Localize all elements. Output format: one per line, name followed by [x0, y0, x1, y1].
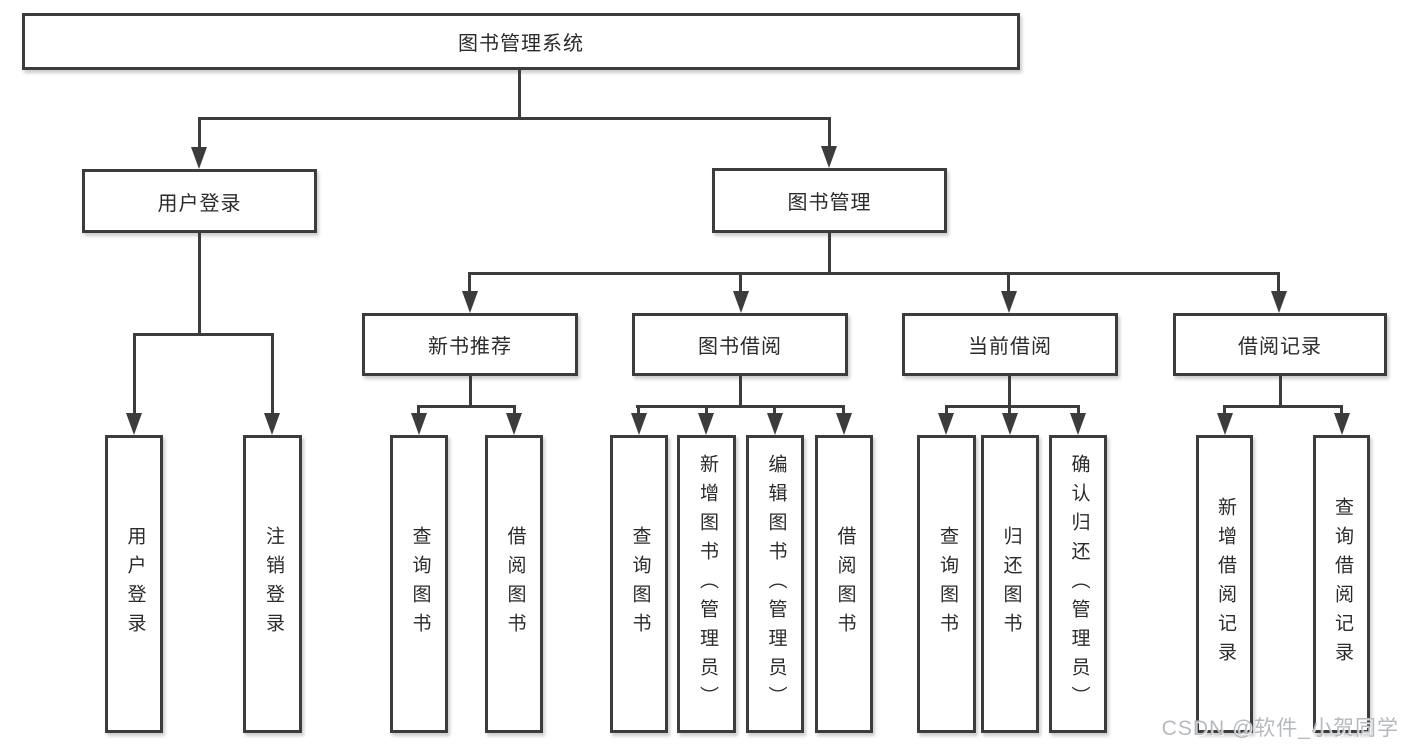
- leaf-query-books-current: 查询图书: [917, 435, 976, 733]
- edge-stub-current-borrowing: [1007, 272, 1010, 292]
- edge-stub-book-borrowing: [739, 272, 742, 292]
- edge-stub-user-login: [198, 117, 201, 148]
- edge-current-borrowing-rail: [945, 405, 1080, 408]
- leaf-edit-books-admin: 编辑图书（管理员）: [746, 435, 804, 733]
- arrowhead-borrow-books-2: [836, 413, 852, 435]
- node-borrowing-records: 借阅记录: [1173, 313, 1387, 376]
- arrowhead-borrowing-records: [1271, 291, 1287, 313]
- arrowhead-add-books-admin: [698, 413, 714, 435]
- leaf-logout-label: 注销登录: [262, 526, 284, 642]
- arrowhead-query-books-2: [631, 413, 647, 435]
- edge-book-management-trunk: [828, 233, 831, 275]
- node-book-borrowing-label: 图书借阅: [698, 336, 782, 358]
- arrowhead-book-management: [821, 146, 837, 168]
- edge-current-borrowing-trunk: [1008, 376, 1011, 408]
- leaf-add-books-admin-label: 新增图书（管理员）: [696, 453, 718, 715]
- leaf-query-books-borrowing: 查询图书: [610, 435, 668, 733]
- arrowhead-return-books: [1002, 413, 1018, 435]
- leaf-query-books-current-label: 查询图书: [936, 526, 958, 642]
- leaf-borrow-books-recommend: 借阅图书: [485, 435, 543, 733]
- edge-stub-query-borrow-record: [1340, 405, 1343, 415]
- edge-stub-confirm-return-admin: [1077, 405, 1080, 415]
- leaf-logout: 注销登录: [243, 435, 302, 733]
- node-new-book-recommend: 新书推荐: [362, 313, 578, 376]
- edge-new-book-recommend-trunk: [469, 376, 472, 408]
- node-book-management: 图书管理: [712, 168, 947, 233]
- arrowhead-book-borrowing: [733, 291, 749, 313]
- leaf-borrow-books: 借阅图书: [815, 435, 873, 733]
- arrowhead-add-borrow-record: [1217, 413, 1233, 435]
- arrowhead-query-books-3: [938, 413, 954, 435]
- edge-borrowing-records-rail: [1223, 405, 1343, 408]
- node-root-library-system: 图书管理系统: [22, 13, 1020, 70]
- leaf-add-books-admin: 新增图书（管理员）: [677, 435, 736, 733]
- leaf-add-borrow-record: 新增借阅记录: [1196, 435, 1253, 733]
- leaf-add-borrow-record-label: 新增借阅记录: [1214, 497, 1236, 671]
- leaf-query-books-recommend-label: 查询图书: [409, 526, 431, 642]
- leaf-return-books: 归还图书: [981, 435, 1039, 733]
- leaf-borrow-books-label: 借阅图书: [834, 526, 856, 642]
- edge-stub-borrowing-records: [1277, 272, 1280, 292]
- node-new-book-recommend-label: 新书推荐: [428, 336, 512, 358]
- arrowhead-edit-books-admin: [767, 413, 783, 435]
- arrowhead-current-borrowing: [1001, 291, 1017, 313]
- arrowhead-leaf-user-login: [126, 413, 142, 435]
- arrowhead-user-login: [191, 147, 207, 169]
- edge-stub-query-books-1: [417, 405, 420, 415]
- edge-new-book-recommend-rail: [417, 405, 516, 408]
- edge-stub-add-borrow-record: [1223, 405, 1226, 415]
- node-user-login: 用户登录: [82, 169, 317, 233]
- edge-stub-borrow-books-1: [513, 405, 516, 415]
- node-book-borrowing: 图书借阅: [632, 313, 848, 376]
- node-current-borrowing: 当前借阅: [902, 313, 1118, 376]
- node-user-login-label: 用户登录: [157, 192, 242, 215]
- edge-stub-borrow-books-2: [842, 405, 845, 415]
- edge-user-login-rail: [133, 333, 274, 336]
- node-current-borrowing-label: 当前借阅: [968, 336, 1052, 358]
- edge-book-borrowing-trunk: [739, 376, 742, 408]
- edge-level3-rail: [468, 272, 1280, 275]
- edge-stub-return-books: [1008, 405, 1011, 415]
- leaf-confirm-return-admin-label: 确认归还（管理员）: [1068, 453, 1090, 715]
- edge-level2-rail: [198, 117, 831, 120]
- edge-user-login-trunk: [198, 233, 201, 336]
- arrowhead-query-books-1: [411, 413, 427, 435]
- edge-stub-query-books-2: [637, 405, 640, 415]
- edge-stub-leaf-user-login: [133, 333, 136, 413]
- csdn-watermark: CSDN @软件_小贺同学: [1161, 717, 1399, 740]
- leaf-query-books-borrowing-label: 查询图书: [629, 526, 651, 642]
- leaf-borrow-books-recommend-label: 借阅图书: [504, 526, 526, 642]
- edge-root-trunk: [518, 69, 521, 118]
- edge-stub-edit-books-admin: [773, 405, 776, 415]
- node-root-label: 图书管理系统: [458, 33, 584, 55]
- edge-stub-book-management: [828, 117, 831, 147]
- node-book-management-label: 图书管理: [787, 192, 872, 214]
- node-borrowing-records-label: 借阅记录: [1238, 336, 1322, 358]
- leaf-edit-books-admin-label: 编辑图书（管理员）: [765, 453, 787, 715]
- leaf-query-borrow-record-label: 查询借阅记录: [1331, 497, 1353, 671]
- arrowhead-borrow-books-1: [506, 413, 522, 435]
- edge-book-borrowing-rail: [636, 405, 844, 408]
- arrowhead-leaf-logout: [264, 413, 280, 435]
- leaf-user-login: 用户登录: [105, 435, 163, 733]
- arrowhead-new-book-recommend: [462, 291, 478, 313]
- leaf-query-books-recommend: 查询图书: [390, 435, 448, 733]
- leaf-query-borrow-record: 查询借阅记录: [1313, 435, 1370, 733]
- arrowhead-query-borrow-record: [1334, 413, 1350, 435]
- arrowhead-confirm-return-admin: [1070, 413, 1086, 435]
- edge-borrowing-records-trunk: [1279, 376, 1282, 408]
- edge-stub-query-books-3: [945, 405, 948, 415]
- leaf-confirm-return-admin: 确认归还（管理员）: [1049, 435, 1107, 733]
- edge-stub-new-book-recommend: [468, 272, 471, 292]
- edge-stub-add-books-admin: [705, 405, 708, 415]
- leaf-user-login-label: 用户登录: [124, 526, 146, 642]
- edge-stub-leaf-logout: [271, 333, 274, 413]
- leaf-return-books-label: 归还图书: [1000, 526, 1022, 642]
